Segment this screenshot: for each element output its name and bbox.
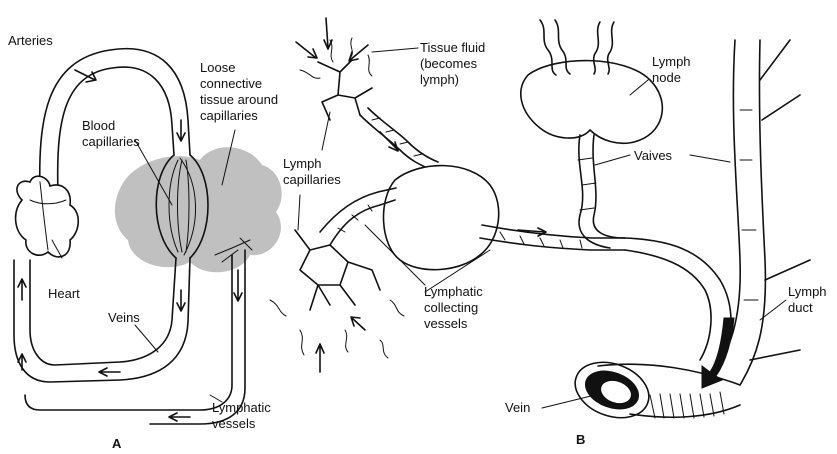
label-lymph-node-2: node xyxy=(652,70,681,85)
lymphatic-vessel-a xyxy=(25,255,232,410)
label-lymph-duct-2: duct xyxy=(788,300,813,315)
arrow-lymph-down xyxy=(234,270,242,301)
label-tissue-fluid-1: Tissue fluid xyxy=(420,40,485,55)
label-lymph-cap-1: Lymph xyxy=(283,156,322,171)
label-tissue-fluid-3: lymph) xyxy=(420,72,459,87)
arrow-vein-down xyxy=(177,290,185,311)
label-blood-cap-1: Blood xyxy=(82,118,115,133)
arrow-vein-left xyxy=(99,368,120,376)
label-loose-1: Loose xyxy=(200,60,235,75)
lymphatic-vessel-a-outer xyxy=(150,250,245,424)
tissue-fluid-wisps-top xyxy=(300,38,372,78)
label-valves: Vaives xyxy=(634,148,673,163)
leader-tissue-fluid xyxy=(372,48,418,52)
leader-veins xyxy=(135,325,158,352)
label-collecting-1: Lymphatic xyxy=(424,284,483,299)
duct-lower-vessel xyxy=(625,238,731,370)
arrow-collect-top xyxy=(380,132,398,151)
lymph-capillary-network-bottom xyxy=(295,230,380,310)
leader-lymph-capillaries-top xyxy=(322,112,330,150)
tissue-fluid-wisps-bottom xyxy=(270,300,404,358)
label-blood-cap-2: capillaries xyxy=(82,134,140,149)
label-lymphatic-vessels-2: vessels xyxy=(212,416,256,431)
label-arteries: Arteries xyxy=(8,33,53,48)
panel-label-b: B xyxy=(576,432,585,447)
duct-valve-marks xyxy=(740,110,758,300)
panel-label-a: A xyxy=(112,436,122,451)
lymph-duct xyxy=(710,40,765,385)
label-loose-4: capillaries xyxy=(200,108,258,123)
label-lymph-node-1: Lymph xyxy=(652,54,691,69)
label-collecting-3: vessels xyxy=(424,316,468,331)
collecting-vessel-top xyxy=(360,108,438,170)
label-tissue-fluid-2: (becomes xyxy=(420,56,478,71)
arrow-fluid-in-2 xyxy=(324,18,332,49)
label-vein: Vein xyxy=(505,400,530,415)
lymph-node-b xyxy=(521,61,663,144)
leader-valves-right xyxy=(690,155,730,162)
label-lymphatic-vessels-1: Lymphatic xyxy=(212,400,271,415)
label-heart: Heart xyxy=(48,286,80,301)
arrow-artery xyxy=(75,70,96,82)
arrow-artery-down xyxy=(177,120,185,141)
label-loose-2: connective xyxy=(200,76,262,91)
node-efferent-vessel xyxy=(579,135,625,248)
leader-valves-left xyxy=(595,155,630,165)
arrow-fluid-up-1 xyxy=(316,344,324,372)
arrow-fluid-in-1 xyxy=(296,42,317,58)
arrow-vein-up xyxy=(18,279,26,300)
arrow-lymph-left xyxy=(169,413,190,421)
lymph-node-middle xyxy=(384,166,499,270)
arrow-fluid-up-2 xyxy=(351,317,365,330)
label-collecting-2: collecting xyxy=(424,300,478,315)
label-lymph-cap-2: capillaries xyxy=(283,172,341,187)
lymph-capillary-network-top xyxy=(318,60,372,120)
label-veins: Veins xyxy=(108,310,140,325)
leader-lymph-capillaries-bottom xyxy=(298,195,300,230)
label-loose-3: tissue around xyxy=(200,92,278,107)
label-lymph-duct-1: Lymph xyxy=(788,284,827,299)
vein-loop xyxy=(30,258,176,365)
